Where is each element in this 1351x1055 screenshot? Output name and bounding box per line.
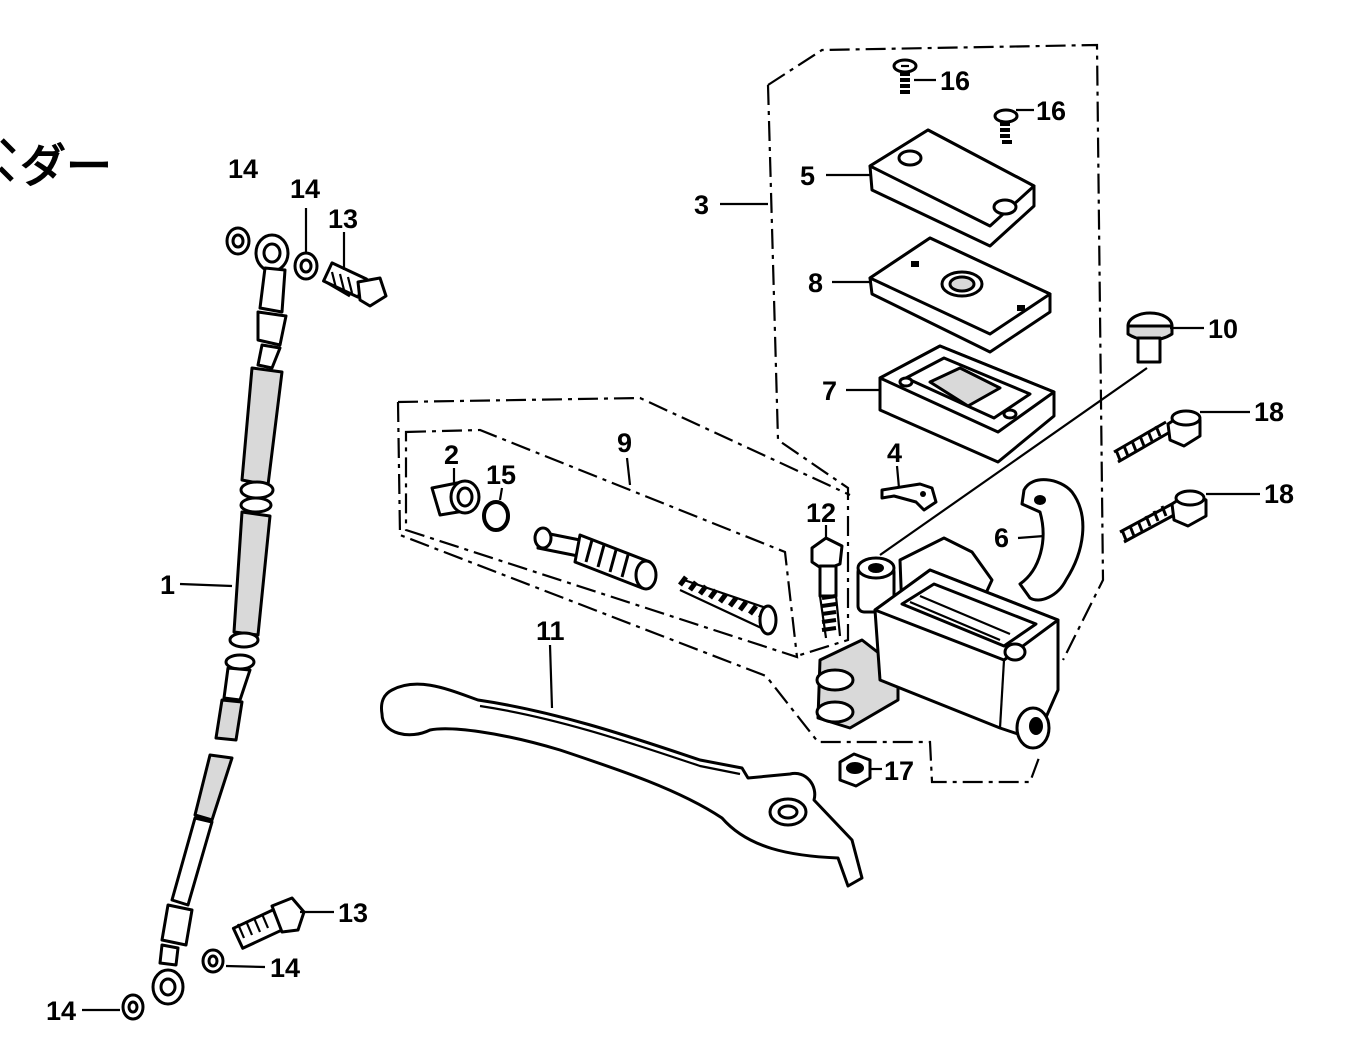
sealing-washer-part-14-d: 14 [46,993,145,1026]
assembly-outline-3 [766,43,1105,661]
callout-13-bottom: 13 [338,898,368,928]
title-text: ダー [20,139,112,193]
hose-middle-sleeve [232,510,272,637]
callout-16-b: 16 [1036,96,1066,126]
reservoir-plate-part-7: 7 [822,344,1056,464]
brake-lever-part-11: 11 [380,616,864,888]
callout-5: 5 [800,161,815,191]
callout-4: 4 [887,438,902,468]
sealing-washer-part-14-b: 14 [290,174,320,281]
callout-15: 15 [486,460,516,490]
callout-9: 9 [617,428,632,458]
master-cylinder-body [815,536,1060,750]
hose-upper-sleeve [240,366,284,487]
title-fragment: ダー [0,138,112,193]
callout-1: 1 [160,570,175,600]
reservoir-cap-part-5: 5 [800,128,1036,248]
holder-bolt-part-18-a: 18 [1113,397,1284,464]
piston-boot-part-2: 2 [430,440,481,517]
mirror-holder-part-6: 6 [994,478,1085,602]
callout-3: 3 [694,190,709,220]
sealing-washer-part-14-c: 14 [201,948,300,983]
callout-14-d: 14 [46,996,76,1026]
callout-14-b: 14 [290,174,320,204]
callout-6: 6 [994,523,1009,553]
callout-7: 7 [822,376,837,406]
circlip-part-15: 15 [482,460,516,532]
pivot-bolt-part-12: 12 [806,498,844,639]
callout-11: 11 [536,616,565,646]
callout-10: 10 [1208,314,1238,344]
callout-14-c: 14 [270,953,300,983]
lever-pivot-part-10: 10 [879,311,1238,556]
callout-13-top: 13 [328,204,358,234]
master-piston [533,526,658,591]
callout-12: 12 [806,498,836,528]
cap-screw-part-16-b: 16 [993,96,1066,144]
brake-hose-part-1: 1 [151,233,290,1006]
pivot-nut-part-17: 17 [838,752,914,788]
callout-14-a: 14 [228,154,258,184]
assembly-outline-9 [396,396,1042,784]
callout-16-a: 16 [940,66,970,96]
callout-17: 17 [884,756,914,786]
callout-8: 8 [808,268,823,298]
callout-18-a: 18 [1254,397,1284,427]
return-spring [678,575,778,636]
oil-bolt-part-13-top: 13 [322,204,388,308]
callout-2: 2 [444,440,459,470]
sealing-washer-part-14-a: 14 [225,154,258,256]
cap-screw-part-16-a: 16 [892,58,970,96]
holder-bolt-part-18-b: 18 [1119,479,1294,544]
diaphragm-part-8: 8 [808,236,1052,354]
callout-18-b: 18 [1264,479,1294,509]
oil-bolt-part-13-bottom: 13 [231,896,368,950]
switch-plate-part-4: 4 [880,438,938,512]
hose-lower-sleeve [193,753,234,822]
